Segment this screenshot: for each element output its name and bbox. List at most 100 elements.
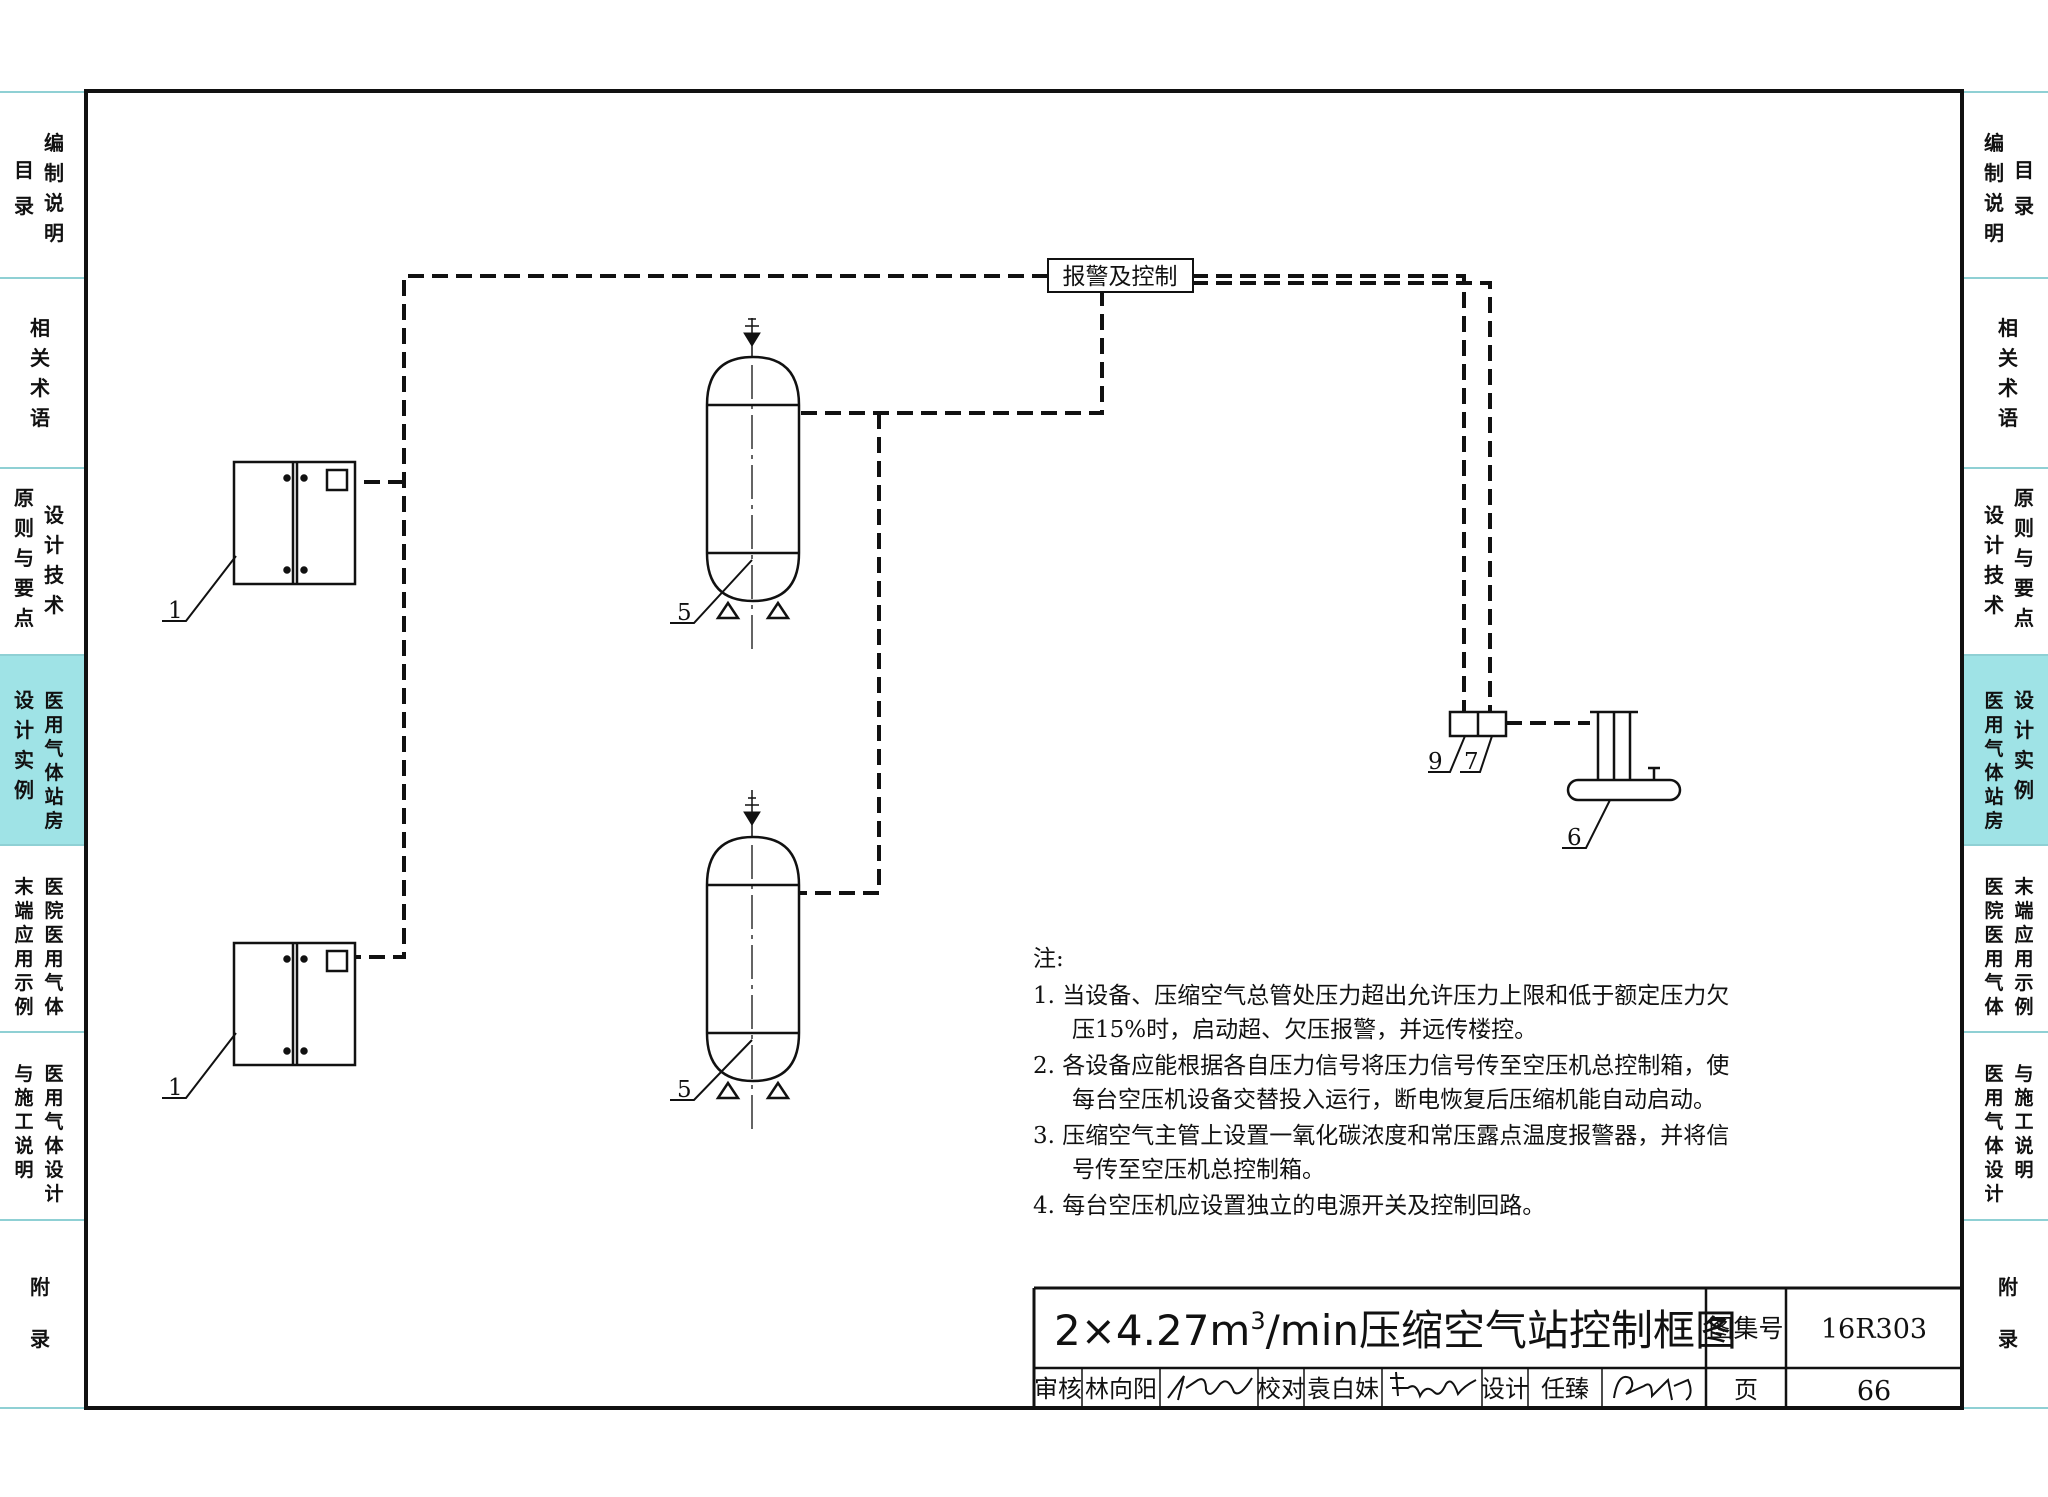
tab-col-4-0: 医院医用气体 [43,876,64,1018]
note-2-line-2: 每台空压机设备交替投入运行，断电恢复后压缩机能自动启动。 [1072,1087,1716,1113]
right-tab-station-examples[interactable]: 医用气体站房 设计实例 [1983,688,2034,832]
alarm-control-box-frame [1047,258,1194,293]
drawing-title: 2×4.27m3/min压缩空气站控制框图 [1054,1306,1737,1355]
callout-compressor-top: 1 [168,598,183,624]
right-tab-intro[interactable]: 编制说明 目录 [1984,131,2034,245]
right-tab-terminal-examples[interactable]: 医院医用气体 末端应用示例 [1983,875,2034,1018]
drawing-title-sup: 3 [1250,1307,1265,1335]
rtab-col-0-1: 目录 [2014,158,2034,218]
left-tab-labels: 编制说明 目录 相关术语 设计技术 原则与要点 医用气体站房 设计实例 医院医用… [14,131,65,1351]
designer-name: 任臻 [1541,1375,1589,1403]
note-3-line-2: 号传至空压机总控制箱。 [1072,1157,1325,1183]
right-tab-terms[interactable]: 相关术语 [1998,316,2018,430]
sensor-pair [1448,710,1508,738]
air-compressor-bottom [232,941,357,1067]
left-tab-terms[interactable]: 相关术语 [30,316,50,430]
left-tab-principles[interactable]: 设计技术 原则与要点 [14,486,65,630]
left-tab-appendix[interactable]: 附录 [30,1275,50,1351]
leaders [162,555,1611,1101]
control-line-right-outer [1192,274,1466,712]
rtab-col-2-1: 原则与要点 [2014,486,2034,630]
atlas-no-value: 16R303 [1821,1314,1927,1345]
rtab-col-1-0: 相关术语 [1998,316,2018,430]
left-tab-terminal-examples[interactable]: 医院医用气体 末端应用示例 [14,875,64,1018]
checker-name: 袁白妹 [1307,1375,1379,1403]
note-3-line-1: 3. 压缩空气主管上设置一氧化碳浓度和常压露点温度报警器，并将信 [1033,1123,1729,1149]
rtab-col-4-0: 医院医用气体 [1983,876,2004,1018]
sheet-frame [84,89,1964,1410]
callout-sensor-7: 7 [1464,749,1479,775]
tab-col-2-1: 原则与要点 [14,486,34,630]
callout-compressor-bottom: 1 [168,1075,183,1101]
right-tab-strip [1964,91,2048,1409]
rtab-col-5-1: 与施工说明 [2014,1063,2033,1181]
rtab-col-4-1: 末端应用示例 [2014,875,2034,1018]
page-number: 66 [1857,1376,1891,1407]
alarm-control-box-label: 报警及控制 [1063,264,1178,290]
title-block-grid [1032,1286,1962,1408]
main-air-pipe [1566,710,1682,802]
tab-col-5-1: 与施工说明 [14,1063,33,1181]
right-tab-design-notes[interactable]: 医用气体设计 与施工说明 [1983,1063,2033,1205]
tab-col-0-1: 目录 [14,158,34,218]
designer-signature [1613,1376,1692,1401]
rtab-col-2-0: 设计技术 [1984,503,2005,617]
left-tab-strip [0,91,84,1409]
left-tab-station-examples[interactable]: 医用气体站房 设计实例 [14,688,64,832]
rtab-col-3-1: 设计实例 [2014,688,2034,802]
tab-col-0-0: 编制说明 [44,131,64,245]
alarm-control-box: 报警及控制 [1047,258,1194,293]
right-tab-labels: 编制说明 目录 相关术语 设计技术 原则与要点 医用气体站房 设计实例 医院医用… [1983,131,2034,1351]
note-4-line-1: 4. 每台空压机应设置独立的电源开关及控制回路。 [1033,1193,1545,1219]
callout-receiver-bottom: 5 [677,1077,692,1103]
tab-col-1-0: 相关术语 [30,316,50,430]
notes-heading: 注: [1033,946,1064,972]
right-active-tab-bg [1964,655,2048,845]
callout-labels: 1 1 5 5 9 7 6 [168,598,1582,1103]
callout-main-pipe: 6 [1567,825,1582,851]
tab-col-3-1: 设计实例 [14,688,34,802]
left-tab-design-notes[interactable]: 医用气体设计 与施工说明 [14,1063,64,1205]
rtab-col-5-0: 医用气体设计 [1983,1063,2004,1205]
tab-col-2-0: 设计技术 [44,503,65,617]
callout-sensor-9: 9 [1428,749,1443,775]
tab-col-6-0: 附录 [30,1275,50,1351]
control-lines [356,274,1590,959]
note-2-line-1: 2. 各设备应能根据各自压力信号将压力信号传至空压机总控制箱，使 [1033,1053,1729,1079]
air-receiver-bottom [705,790,801,1135]
reviewer-name: 林向阳 [1085,1375,1157,1403]
tab-col-5-0: 医用气体设计 [43,1063,64,1205]
atlas-no-label: 图集号 [1708,1314,1783,1343]
left-active-tab-bg [0,655,84,845]
checker-signature [1390,1371,1477,1399]
callout-receiver-top: 5 [677,600,692,626]
note-1-line-1: 1. 当设备、压缩空气总管处压力超出允许压力上限和低于额定压力欠 [1033,983,1729,1009]
title-block-text: 2×4.27m3/min压缩空气站控制框图 图集号 16R303 审核 林向阳 … [1034,1306,1927,1407]
drawing-title-suffix: /min压缩空气站控制框图 [1266,1306,1737,1355]
check-label: 校对 [1257,1375,1305,1403]
drawing-title-prefix: 2×4.27m [1054,1306,1250,1355]
tab-col-3-0: 医用气体站房 [43,690,64,832]
air-receiver-top [705,318,801,655]
design-label: 设计 [1481,1375,1529,1403]
page-label: 页 [1734,1376,1758,1404]
rtab-col-6-0: 附录 [1998,1275,2018,1351]
control-line-right-inner [1192,281,1492,712]
tab-col-4-1: 末端应用示例 [14,875,34,1018]
control-line-compressors [356,274,1048,959]
review-label: 审核 [1034,1375,1082,1403]
right-tab-appendix[interactable]: 附录 [1998,1275,2018,1351]
control-line-tank-top [799,290,1104,415]
signatures [1167,1371,1692,1401]
air-compressor-top [232,460,357,586]
rtab-col-3-0: 医用气体站房 [1983,690,2004,832]
rtab-col-0-0: 编制说明 [1984,131,2004,245]
note-1-line-2: 压15%时，启动超、欠压报警，并远传楼控。 [1072,1017,1537,1043]
right-tab-principles[interactable]: 设计技术 原则与要点 [1984,486,2034,630]
reviewer-signature [1167,1375,1253,1401]
control-line-tank-bottom [799,413,881,895]
notes: 注: 1. 当设备、压缩空气总管处压力超出允许压力上限和低于额定压力欠 压15%… [1033,946,1729,1219]
left-tab-intro[interactable]: 编制说明 目录 [14,131,64,245]
